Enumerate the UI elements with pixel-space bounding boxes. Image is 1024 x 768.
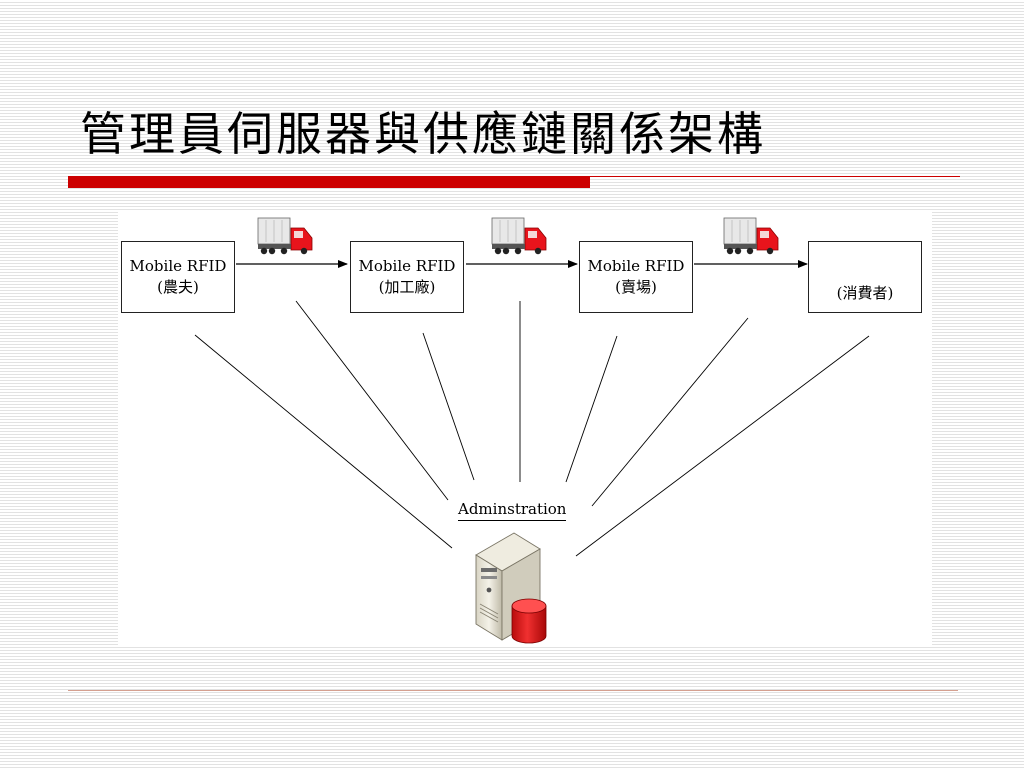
node-factory: Mobile RFID (加工廠) [350,241,464,313]
node-consumer: (消費者) [808,241,922,313]
node-farmer: Mobile RFID (農夫) [121,241,235,313]
truck-icon [491,217,547,255]
truck-icon [723,217,779,255]
node-store-role: (賣場) [615,278,657,296]
admin-link-5 [565,335,618,483]
node-store: Mobile RFID (賣場) [579,241,693,313]
admin-link-6 [591,317,749,507]
admin-link-2 [295,300,449,501]
truck-icon [257,217,313,255]
admin-link-1 [194,334,453,549]
node-factory-role: (加工廠) [378,278,436,296]
footer-rule-line [68,690,958,691]
node-store-title: Mobile RFID [587,257,685,275]
slide-title: 管理員伺服器與供應鏈關係架構 [80,107,766,161]
node-farmer-title: Mobile RFID [129,257,227,275]
server-database-icon [475,532,547,644]
admin-link-7 [575,335,870,557]
administration-label: Adminstration [458,500,567,521]
node-consumer-role: (消費者) [836,284,894,302]
title-accent-bar [68,176,590,188]
title-rule-line [590,176,960,177]
node-factory-title: Mobile RFID [358,257,456,275]
admin-link-3 [422,332,475,481]
architecture-diagram: Mobile RFID (農夫) Mobile RFID (加工廠) Mobil… [118,210,932,646]
node-farmer-role: (農夫) [157,278,199,296]
